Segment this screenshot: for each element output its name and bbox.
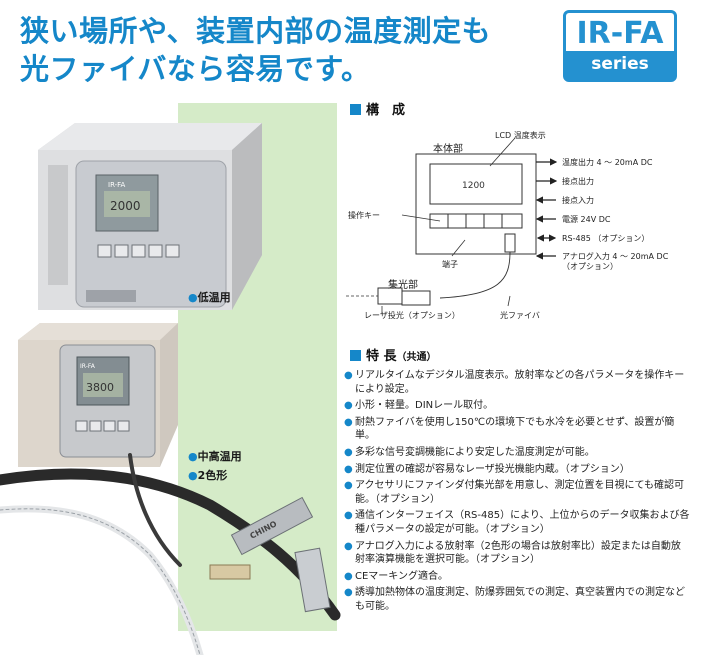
- device2-brand: IR-FA: [80, 363, 96, 370]
- config-laser: レーザ投光（オプション）: [364, 311, 460, 320]
- headline-line-2: 光ファイバなら容易です。: [20, 52, 371, 86]
- config-display-value: 1200: [462, 181, 485, 191]
- feature-item: ●リアルタイムなデジタル温度表示。放射率などの各パラメータを操作キーにより設定。: [344, 370, 685, 395]
- label-low-temp: ●低温用: [188, 291, 231, 304]
- device1-display: 2000: [110, 199, 141, 213]
- config-collector: 集光部: [388, 280, 418, 291]
- features-title: 特 長（共通）: [350, 345, 437, 364]
- feature-item: ●誘導加熱物体の温度測定、防爆雰囲気での測定、真空装置内での測定なども可能。: [344, 587, 685, 612]
- config-fiber: 光ファイバ: [500, 311, 540, 320]
- series-logo: IR-FA series: [563, 10, 677, 82]
- product-photo: IR-FA 2000 IR-FA 3800 CHINO: [0, 123, 341, 655]
- config-output-analog: アナログ入力 4 ～ 20mA DC: [562, 252, 669, 261]
- config-output-temp: 温度出力 4 ～ 20mA DC: [562, 158, 653, 167]
- device2-display: 3800: [86, 381, 114, 394]
- feature-item: ●CEマーキング適合。: [344, 570, 449, 582]
- device1-brand: IR-FA: [108, 181, 126, 189]
- fiber-cables: [0, 453, 341, 655]
- feature-item: ●耐熱ファイバを使用し150℃の環境下でも水冷を必要とせず、設置が簡単。: [344, 416, 675, 442]
- label-mid-high-temp: ●中高温用: [188, 450, 242, 463]
- feature-item: ●通信インターフェイス（RS-485）により、上位からのデータ収集および各種パラ…: [344, 510, 690, 535]
- logo-series: series: [566, 51, 674, 79]
- config-operation-keys: 操作キー: [348, 211, 380, 220]
- device-low-temp: IR-FA 2000: [38, 123, 262, 310]
- device-mid-high-temp: IR-FA 3800: [18, 323, 178, 467]
- feature-item: ●小形・軽量。DINレール取付。: [344, 400, 494, 412]
- config-output-power: 電源 24V DC: [562, 215, 611, 224]
- config-terminal: 端子: [442, 260, 458, 269]
- label-two-color: ●2色形: [188, 469, 228, 482]
- config-output-contact-out: 接点出力: [562, 177, 594, 186]
- feature-item: ●アクセサリにファインダ付集光部を用意し、測定位置を目視にても確認可能。（オプシ…: [344, 480, 684, 505]
- config-title: 構 成: [350, 99, 405, 118]
- config-output-contact-in: 接点入力: [562, 196, 594, 205]
- collector-head: CHINO: [209, 496, 331, 613]
- logo-name: IR-FA: [576, 16, 664, 51]
- feature-item: ●測定位置の確認が容易なレーザ投光機能内蔵。（オプション）: [344, 463, 630, 475]
- config-main-unit: 本体部: [433, 144, 463, 155]
- feature-item: ●アナログ入力による放射率（2色形の場合は放射率比）設定または自動放射率演算機能…: [344, 540, 681, 566]
- config-lcd-label: LCD 温度表示: [495, 131, 546, 140]
- headline-line-1: 狭い場所や、装置内部の温度測定も: [20, 14, 492, 48]
- config-output-analog-option: （オプション）: [562, 262, 618, 271]
- features-list: ●リアルタイムなデジタル温度表示。放射率などの各パラメータを操作キーにより設定。…: [344, 369, 690, 617]
- config-output-rs485: RS-485 （オプション）: [562, 234, 650, 243]
- config-diagram: 1200: [346, 137, 558, 314]
- feature-item: ●多彩な信号変調機能により安定した温度測定が可能。: [344, 446, 595, 458]
